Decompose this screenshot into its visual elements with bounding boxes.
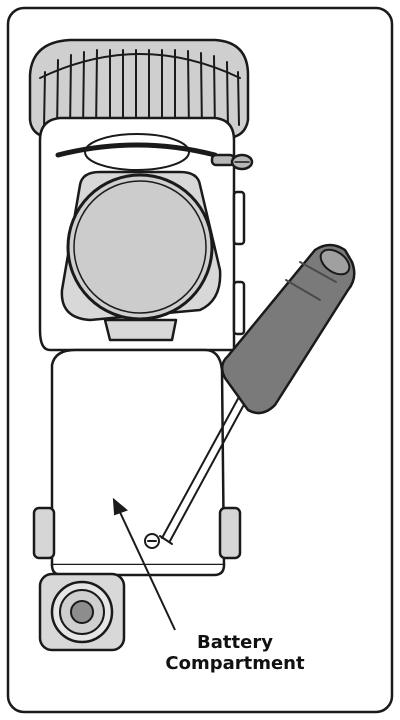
callout-line-1: Battery [140,632,330,653]
battery-compartment-label: Battery Compartment [140,632,330,674]
side-button-1 [234,192,244,244]
top-window [85,134,189,170]
side-tab-right [220,508,240,558]
battery-compartment [52,350,224,565]
callout-line-2: Compartment [140,653,330,674]
side-button-2 [234,282,244,334]
side-tab-left [34,508,54,558]
